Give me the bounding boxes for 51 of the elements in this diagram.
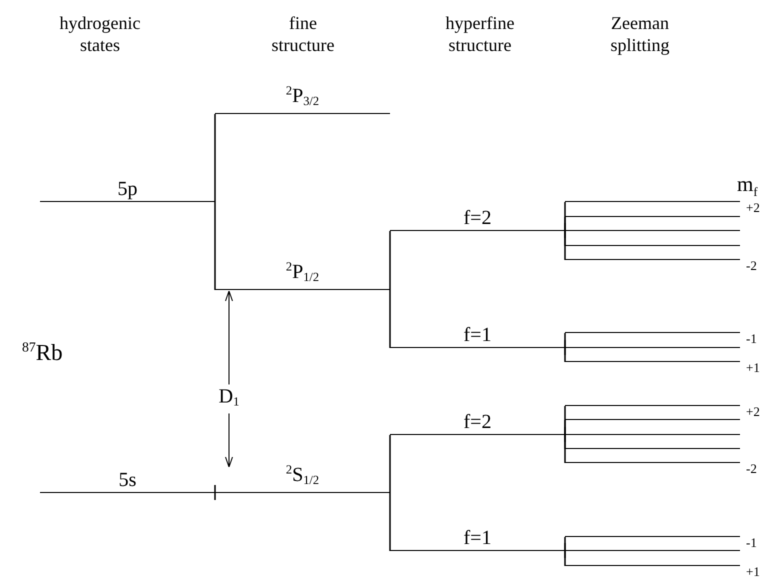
column-heading: Zeeman splitting: [609, 12, 670, 56]
sublevel-line: [565, 347, 740, 349]
energy-level: $^{2}$P$_{1/2}$: [215, 264, 390, 290]
sublevel-line: [565, 434, 740, 436]
sublevel-line: [565, 405, 740, 407]
column-heading: hydrogenic states: [58, 12, 142, 56]
energy-level: f=1: [390, 322, 565, 348]
sublevel-label: -1: [746, 536, 757, 549]
branch-line: [214, 485, 216, 500]
energy-level: f=1: [390, 525, 565, 551]
sublevel-line: [565, 230, 740, 232]
sublevel-line: [565, 245, 740, 247]
energy-level: f=2: [390, 409, 565, 435]
sublevel-label: +1: [746, 565, 760, 578]
branch-line: [564, 348, 566, 362]
sublevel-line: [565, 332, 740, 334]
sublevel-label: -1: [746, 332, 757, 345]
branch-line: [214, 202, 216, 290]
sublevel-label: +1: [746, 361, 760, 374]
branch-line: [214, 114, 216, 202]
column-heading: hyperfine structure: [444, 12, 516, 56]
sublevel-label: +2: [746, 201, 760, 214]
sublevel-label: -2: [746, 259, 757, 272]
sublevel-label: -2: [746, 462, 757, 475]
sublevel-line: [565, 201, 740, 203]
energy-level: 5s: [40, 467, 215, 493]
energy-level: $^{2}$P$_{3/2}$: [215, 88, 390, 114]
branch-line: [389, 231, 391, 290]
sublevel-line: [565, 565, 740, 567]
branch-line: [564, 551, 566, 566]
branch-line: [389, 435, 391, 493]
energy-level: 5p: [40, 176, 215, 202]
branch-line: [389, 290, 391, 348]
sublevel-line: [565, 550, 740, 552]
sublevel-label: +2: [746, 405, 760, 418]
sublevel-line: [565, 361, 740, 363]
sublevel-line: [565, 419, 740, 421]
edge-label: D$_{1}$: [218, 384, 240, 414]
energy-level: f=2: [390, 205, 565, 231]
sublevel-line: [565, 462, 740, 464]
sublevel-line: [565, 448, 740, 450]
column-heading: fine structure: [270, 12, 336, 56]
sublevel-line: [565, 259, 740, 261]
branch-line: [389, 493, 391, 551]
quantum-number-label: m$_{f}$: [737, 174, 758, 199]
branch-line: [564, 435, 566, 463]
energy-level: $^{2}$S$_{1/2}$: [215, 467, 390, 493]
sublevel-line: [565, 216, 740, 218]
branch-line: [564, 231, 566, 260]
isotope-label: $^{87}$Rb: [22, 340, 63, 364]
sublevel-line: [565, 536, 740, 538]
